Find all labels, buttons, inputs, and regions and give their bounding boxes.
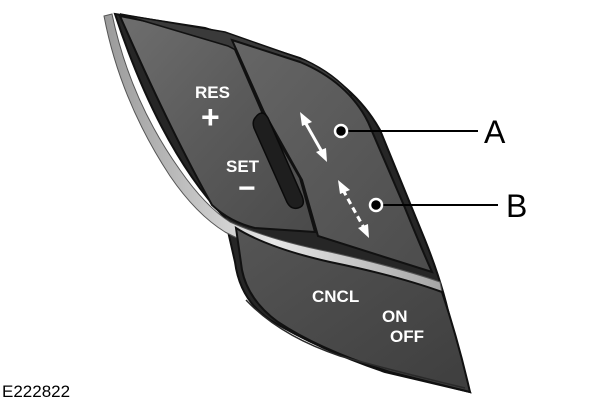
plus-symbol: + (201, 99, 220, 135)
figure-id: E222822 (2, 382, 70, 401)
minus-symbol: − (238, 172, 256, 205)
center-groove (252, 112, 305, 210)
off-label: OFF (390, 327, 424, 346)
lower-bevel (245, 299, 466, 389)
gap-rocker-button[interactable] (230, 38, 434, 274)
cncl-label: CNCL (312, 287, 359, 306)
res-set-button[interactable] (118, 14, 317, 234)
callout-letter-a: A (484, 114, 506, 150)
double-arrow-dashed-icon (338, 180, 369, 238)
callout-letter-b: B (506, 188, 527, 224)
cancel-onoff-button[interactable] (234, 226, 472, 394)
callout-a: A (333, 114, 506, 150)
on-label: ON (382, 307, 408, 326)
callout-b: B (368, 188, 527, 224)
double-arrow-solid-icon (300, 112, 327, 162)
set-label: SET (226, 157, 260, 176)
res-label: RES (195, 83, 230, 102)
